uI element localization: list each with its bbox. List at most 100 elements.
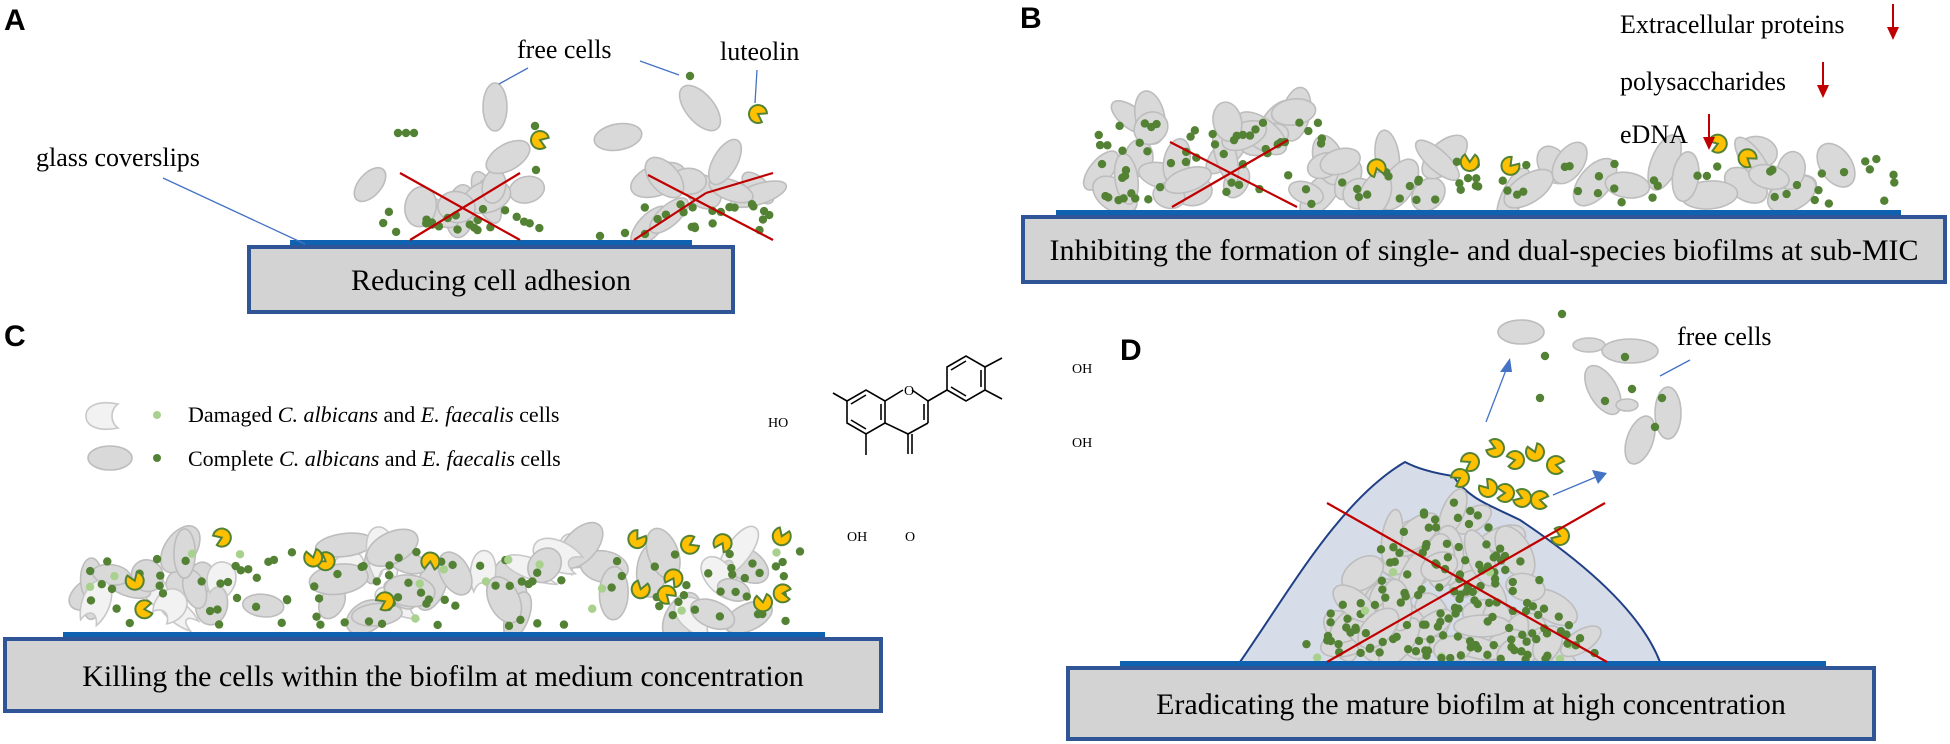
bacterium <box>314 594 324 603</box>
damaged-bacterium <box>677 606 686 615</box>
bacterium <box>1258 118 1268 128</box>
luteolin-molecule-icon <box>1459 452 1480 472</box>
bacterium <box>655 601 664 611</box>
bacterium <box>422 599 431 608</box>
bacterium <box>1283 171 1293 180</box>
bacterium <box>607 583 616 592</box>
fungal-cell <box>1615 398 1639 412</box>
bacterium <box>1507 635 1516 644</box>
luteolin-molecule-icon <box>134 599 154 620</box>
bacterium <box>1326 618 1335 627</box>
bacterium <box>125 618 134 628</box>
bacterium <box>1449 498 1459 507</box>
bacterium <box>1424 523 1434 532</box>
luteolin-molecule-icon <box>627 529 648 550</box>
bacterium <box>1103 141 1112 150</box>
coverslip-c <box>63 632 825 639</box>
bacterium <box>465 220 474 229</box>
bacterium <box>155 581 164 590</box>
bacterium <box>1456 590 1465 599</box>
bacterium <box>531 165 541 175</box>
bacterium <box>1617 198 1626 207</box>
bacterium <box>1378 637 1387 647</box>
bacterium <box>312 612 321 621</box>
luteolin-molecule-icon <box>1478 478 1498 498</box>
bacterium <box>1516 557 1525 566</box>
bacterium <box>1463 173 1473 183</box>
bacterium <box>1375 648 1384 657</box>
bacterium <box>533 619 542 628</box>
bacterium <box>1190 126 1200 135</box>
label-luteolin: luteolin <box>720 37 799 66</box>
fungal-cell <box>241 593 285 618</box>
bacterium <box>653 214 662 224</box>
bacterium <box>1488 612 1497 622</box>
bacterium <box>1152 119 1161 129</box>
bacterium <box>1403 570 1412 579</box>
coverslip-b <box>1056 210 1901 217</box>
bacterium <box>612 556 622 566</box>
bacterium <box>1471 181 1481 191</box>
bacterium <box>1782 189 1791 199</box>
bacterium <box>1437 653 1446 663</box>
bacterium <box>1155 182 1165 192</box>
bacterium <box>453 225 462 234</box>
bacterium <box>409 128 419 138</box>
bacterium <box>1498 176 1507 185</box>
bacterium <box>216 579 225 588</box>
bacterium <box>1865 165 1875 174</box>
bacterium <box>1251 125 1260 134</box>
bacterium <box>433 620 442 630</box>
bacterium <box>416 588 426 597</box>
caption-box-a <box>247 245 735 314</box>
bacterium <box>690 605 700 614</box>
bacterium <box>716 587 725 596</box>
panel-c-cells <box>68 521 805 642</box>
bacterium <box>1431 523 1441 532</box>
bacterium <box>1455 179 1464 188</box>
bacterium <box>1399 527 1409 536</box>
bacterium <box>1510 645 1519 655</box>
bacterium <box>1456 185 1465 194</box>
luteolin-molecule-icon <box>420 551 441 571</box>
bacterium <box>779 571 789 581</box>
bacterium <box>1442 539 1452 548</box>
bacterium <box>316 620 325 629</box>
bacterium <box>1817 169 1827 178</box>
bacterium <box>107 584 117 594</box>
bacterium <box>372 577 382 586</box>
damaged-bacterium <box>85 582 95 592</box>
bacterium <box>1575 634 1585 643</box>
bacterium <box>505 581 514 591</box>
luteolin-molecule-icon <box>1449 468 1470 488</box>
bacterium <box>1519 187 1528 196</box>
bacterium <box>1489 640 1498 650</box>
component-edna: eDNA <box>1620 120 1688 149</box>
fungal-cell <box>1816 142 1856 188</box>
luteolin-molecule-icon <box>1530 490 1550 510</box>
bacterium <box>670 550 680 559</box>
panel-a: A Reducing cell adhesion free cells lute… <box>4 4 799 314</box>
bacterium <box>557 576 566 585</box>
luteolin-structure: HO OH O O OH OH <box>768 355 1092 545</box>
fungal-cell <box>689 598 736 631</box>
fungal-cell <box>1497 319 1545 345</box>
bacterium <box>475 561 485 570</box>
bacterium <box>535 223 544 233</box>
bacterium <box>214 620 224 629</box>
panel-a-cells <box>353 71 788 247</box>
atom-o-ring: O <box>904 384 914 399</box>
bacterium <box>1468 587 1477 597</box>
bacterium <box>364 617 374 626</box>
b-ring <box>946 355 986 402</box>
bacterium <box>1419 510 1429 519</box>
bacterium <box>1443 553 1453 562</box>
bacterium <box>525 219 534 228</box>
damaged-bacterium <box>1360 606 1370 615</box>
bacterium <box>1464 519 1474 529</box>
fungal-cell <box>1453 614 1512 638</box>
bacterium <box>1521 606 1531 616</box>
bacterium <box>1543 651 1552 660</box>
damaged-fungal-cell <box>717 525 760 578</box>
